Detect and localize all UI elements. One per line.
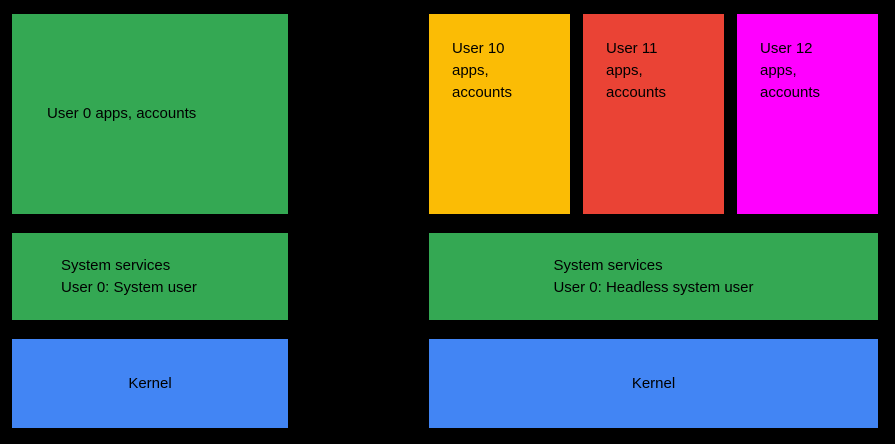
- right-user10-apps-block: User 10 apps, accounts: [429, 14, 570, 214]
- right-system-services-label: System services User 0: Headless system …: [553, 256, 754, 296]
- right-user11-apps-block: User 11 apps, accounts: [583, 14, 724, 214]
- left-user0-apps-block: User 0 apps, accounts: [12, 14, 288, 214]
- right-user10-apps-label: User 10 apps, accounts: [452, 40, 513, 101]
- right-kernel-block: Kernel: [429, 339, 878, 428]
- left-system-services-label: System services User 0: System user: [61, 256, 197, 296]
- left-system-services-block: System services User 0: System user: [12, 233, 288, 320]
- right-user11-apps-label: User 11 apps, accounts: [606, 40, 667, 101]
- right-user12-apps-block: User 12 apps, accounts: [737, 14, 878, 214]
- left-user0-apps-label: User 0 apps, accounts: [47, 105, 197, 122]
- right-user12-apps-label: User 12 apps, accounts: [760, 40, 821, 101]
- left-kernel-label: Kernel: [128, 374, 172, 392]
- right-system-services-block: System services User 0: Headless system …: [429, 233, 878, 320]
- right-kernel-label: Kernel: [631, 374, 676, 392]
- left-kernel-block: Kernel: [12, 339, 288, 428]
